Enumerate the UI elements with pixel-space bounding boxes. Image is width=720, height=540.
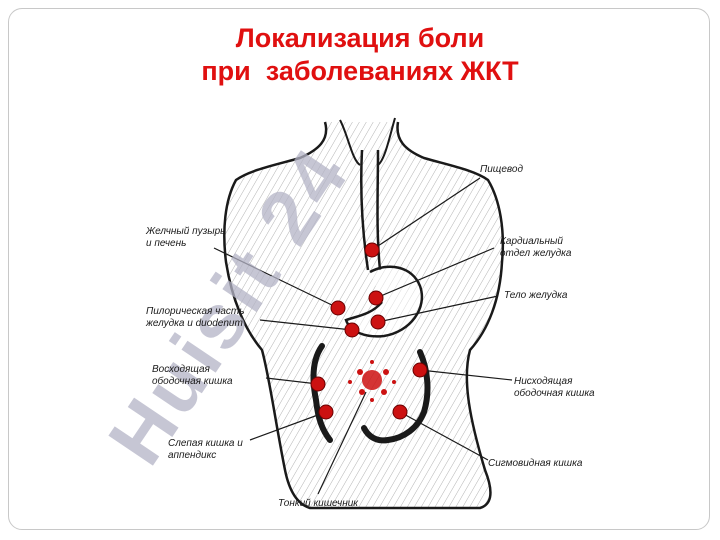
leader-small-intestine [317,391,367,495]
neck-outline [339,117,396,166]
slide-title: Локализация боли при заболеваниях ЖКТ [0,22,720,88]
marker-esophagus [364,242,380,258]
label-cecum: Слепая кишка и аппендикс [168,438,243,461]
marker-sigmoid [392,404,408,420]
label-sigmoid: Сигмовидная кишка [488,458,583,469]
leader-stomach-body [377,295,499,323]
leader-descending [419,369,513,381]
leader-cecum [249,411,327,441]
title-line-1: Локализация боли [235,23,485,53]
colon-shape [310,343,431,444]
title-line-2: при заболеваниях ЖКТ [201,56,519,86]
marker-descending [412,362,428,378]
leader-ascending [265,377,319,385]
stomach-shape [344,265,423,338]
marker-gallbladder [330,300,346,316]
esophagus-shape [360,149,382,271]
label-gallbladder: Желчный пузырь и печень [146,226,226,249]
marker-cardia [368,290,384,306]
label-descending-colon: Нисходящая ободочная кишка [514,376,595,399]
label-ascending-colon: Восходящая ободочная кишка [152,364,233,387]
marker-ascending [310,376,326,392]
marker-cecum [318,404,334,420]
slide-frame [8,8,710,530]
label-pylorus: Пилорическая часть желудка и duodenum [146,306,245,329]
leader-sigmoid [399,411,489,461]
label-cardia: Кардиальный отдел желудка [500,236,572,259]
label-esophagus: Пищевод [480,164,523,175]
label-small-intestine: Тонкий кишечник [278,498,359,509]
leader-gallbladder [213,247,339,309]
small-intestine-pain-area [348,360,396,402]
leader-esophagus [371,177,481,251]
leader-pylorus [259,319,353,331]
marker-pylorus [344,322,360,338]
label-stomach-body: Тело желудка [504,290,568,301]
leader-cardia [375,247,495,299]
marker-stomach-body [370,314,386,330]
